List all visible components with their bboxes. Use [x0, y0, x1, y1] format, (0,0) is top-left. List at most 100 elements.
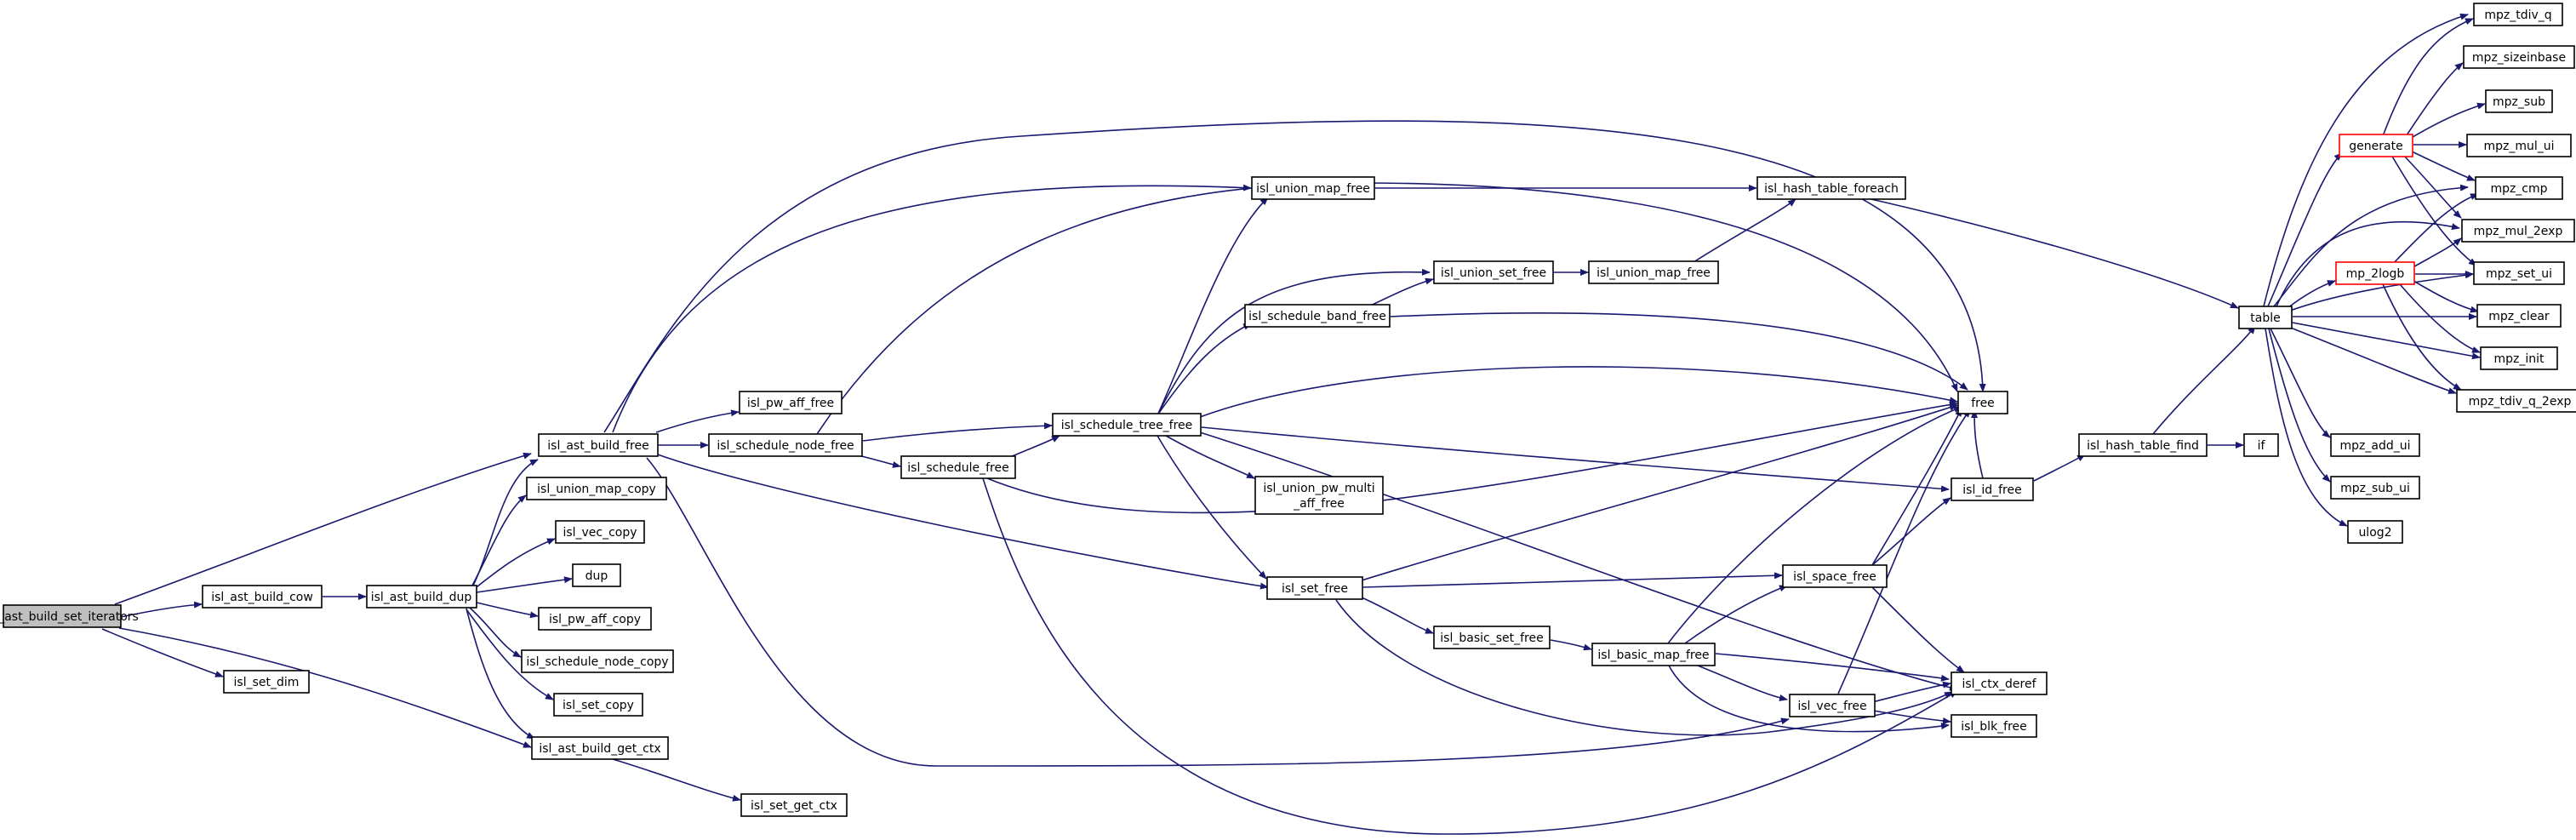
node-mpz-sub-ui[interactable]: mpz_sub_ui — [2330, 476, 2420, 500]
node-label: isl_basic_map_free — [1597, 649, 1709, 662]
node-mpz-cmp[interactable]: mpz_cmp — [2475, 176, 2563, 200]
node-label: mpz_mul_2exp — [2474, 225, 2563, 238]
node-label: if — [2258, 439, 2266, 453]
node-label: mpz_sizeinbase — [2472, 51, 2566, 65]
edge-set-free-to-ctx-deref — [1335, 599, 1953, 736]
node-isl-pw-aff-free[interactable]: isl_pw_aff_free — [739, 391, 842, 414]
node-isl-set-dim[interactable]: isl_set_dim — [223, 670, 310, 694]
node-label: isl_vec_copy — [563, 526, 637, 540]
edge-basic-map-free-to-free — [1667, 406, 1962, 644]
node-if[interactable]: if — [2243, 433, 2279, 457]
node-mpz-add-ui[interactable]: mpz_add_ui — [2330, 433, 2420, 457]
node-isl-hash-table-find[interactable]: isl_hash_table_find — [2078, 433, 2208, 457]
node-isl-ast-build-get-ctx[interactable]: isl_ast_build_get_ctx — [531, 736, 669, 760]
node-isl-schedule-free[interactable]: isl_schedule_free — [900, 455, 1016, 479]
edge-set-free-to-basic-set-free — [1361, 597, 1434, 634]
node-mpz-mul-ui[interactable]: mpz_mul_ui — [2466, 134, 2572, 157]
node-isl-id-free[interactable]: isl_id_free — [1951, 477, 2034, 501]
node-isl-schedule-node-free[interactable]: isl_schedule_node_free — [708, 433, 863, 457]
node-ulog2[interactable]: ulog2 — [2347, 520, 2403, 544]
node-label: isl_union_pw_multi — [1263, 482, 1374, 495]
node-isl-set-free[interactable]: isl_set_free — [1266, 576, 1363, 600]
node-isl-set-get-ctx[interactable]: isl_set_get_ctx — [740, 793, 848, 817]
node-mpz-sub[interactable]: mpz_sub — [2485, 89, 2553, 113]
node-isl-ast-build-free[interactable]: isl_ast_build_free — [538, 433, 659, 457]
node-isl-vec-free[interactable]: isl_vec_free — [1789, 694, 1876, 717]
node-mpz-set-ui[interactable]: mpz_set_ui — [2473, 261, 2565, 285]
node-isl-schedule-node-copy[interactable]: isl_schedule_node_copy — [521, 649, 674, 673]
node-isl-schedule-tree-free[interactable]: isl_schedule_tree_free — [1052, 413, 1202, 437]
node-label: isl_basic_set_free — [1440, 631, 1543, 645]
edge-tree-free-to-free — [1199, 366, 1958, 418]
node-label: _aff_free — [1293, 497, 1345, 511]
node-dup[interactable]: dup — [572, 563, 621, 587]
node-isl-union-pw-multi-aff-free[interactable]: isl_union_pw_multi _aff_free — [1254, 476, 1384, 515]
node-isl-vec-copy[interactable]: isl_vec_copy — [555, 520, 645, 544]
edge-table-to-mpz-tdiv-q — [2263, 13, 2469, 307]
node-label: isl_ast_build_cow — [211, 591, 313, 604]
node-label: ulog2 — [2358, 526, 2391, 540]
node-mpz-init[interactable]: mpz_init — [2480, 346, 2558, 370]
edge-tree-free-to-schedule-band-free — [1157, 323, 1252, 416]
node-mpz-mul-2exp[interactable]: mpz_mul_2exp — [2461, 219, 2575, 243]
edge-dup-to-ast-build-get-ctx — [466, 608, 535, 740]
edge-dup-to-schedule-node-copy — [469, 607, 522, 658]
edge-mp-2logb-to-mpz-cmp — [2390, 193, 2479, 266]
edge-generate-to-mpz-sub — [2408, 102, 2486, 140]
node-isl-union-set-free[interactable]: isl_union_set_free — [1433, 260, 1554, 284]
node-isl-basic-set-free[interactable]: isl_basic_set_free — [1433, 626, 1551, 649]
node-isl-ast-build-set-iterators[interactable]: isl_ast_build_set_iterators — [0, 604, 139, 628]
node-label: isl_union_map_free — [1256, 182, 1370, 196]
edge-table-to-generate — [2267, 152, 2343, 307]
edge-generate-to-mpz-set-ui — [2390, 154, 2477, 266]
node-mpz-clear[interactable]: mpz_clear — [2476, 304, 2562, 328]
node-mp-2logb[interactable]: mp_2logb — [2335, 261, 2415, 285]
node-isl-hash-table-foreach[interactable]: isl_hash_table_foreach — [1756, 176, 1906, 200]
edge-table-to-mpz-init — [2287, 321, 2481, 360]
node-label: mp_2logb — [2346, 267, 2405, 281]
node-free[interactable]: free — [1957, 391, 2008, 414]
node-isl-ast-build-cow[interactable]: isl_ast_build_cow — [202, 585, 323, 609]
node-isl-ctx-deref[interactable]: isl_ctx_deref — [1951, 671, 2048, 695]
edge-schedule-free-to-free — [986, 401, 1958, 514]
node-isl-basic-map-free[interactable]: isl_basic_map_free — [1591, 643, 1716, 666]
node-isl-set-copy[interactable]: isl_set_copy — [553, 693, 643, 717]
node-label: generate — [2349, 140, 2402, 153]
edge-build-free-to-pw-aff-free — [655, 409, 740, 433]
node-label: isl_ast_build_set_iterators — [0, 610, 139, 624]
edge-tree-free-to-union-map-free-a — [1157, 197, 1269, 416]
edge-mp-2logb-to-mpz-clear — [2413, 280, 2479, 313]
node-label: isl_space_free — [1793, 570, 1876, 584]
node-isl-union-map-copy[interactable]: isl_union_map_copy — [526, 477, 667, 500]
node-mpz-sizeinbase[interactable]: mpz_sizeinbase — [2463, 45, 2575, 69]
edge-build-free-to-set-free — [654, 453, 1269, 590]
node-mpz-tdiv-q[interactable]: mpz_tdiv_q — [2473, 3, 2563, 26]
edge-table-to-mpz-mul-2exp — [2276, 220, 2460, 307]
node-label: isl_blk_free — [1961, 720, 2027, 734]
node-label: mpz_sub_ui — [2340, 482, 2410, 495]
node-label: mpz_tdiv_q — [2484, 9, 2551, 22]
node-label: mpz_tdiv_q_2exp — [2469, 395, 2572, 409]
node-isl-union-map-free-a[interactable]: isl_union_map_free — [1251, 176, 1375, 200]
node-label: isl_id_free — [1962, 483, 2021, 497]
node-table[interactable]: table — [2238, 306, 2293, 329]
node-isl-union-map-free-b[interactable]: isl_union_map_free — [1588, 260, 1719, 284]
edge-generate-to-mpz-mul-2exp — [2402, 154, 2462, 219]
edge-hash-find-to-table — [2152, 325, 2256, 435]
node-generate[interactable]: generate — [2339, 134, 2413, 157]
edge-tree-free-to-union-pw-multi — [1165, 435, 1255, 479]
edge-get-ctx-to-set-get-ctx — [612, 758, 741, 802]
node-label: isl_hash_table_foreach — [1764, 182, 1899, 196]
node-isl-blk-free[interactable]: isl_blk_free — [1951, 714, 2037, 738]
node-isl-pw-aff-copy[interactable]: isl_pw_aff_copy — [538, 607, 652, 631]
node-label: isl_union_map_free — [1596, 266, 1711, 280]
node-isl-schedule-band-free[interactable]: isl_schedule_band_free — [1244, 304, 1391, 328]
node-isl-ast-build-dup[interactable]: isl_ast_build_dup — [366, 585, 477, 609]
edge-table-to-mp-2logb — [2287, 280, 2336, 309]
node-mpz-tdiv-q-2exp[interactable]: mpz_tdiv_q_2exp — [2456, 389, 2576, 413]
edge-set-free-to-free — [1361, 403, 1958, 581]
node-isl-space-free[interactable]: isl_space_free — [1782, 564, 1888, 588]
edge-table-to-ulog2 — [2265, 328, 2348, 527]
edge-generate-to-mpz-sizeinbase — [2404, 62, 2464, 139]
edge-table-to-mpz-tdiv-q-2exp — [2283, 324, 2457, 394]
